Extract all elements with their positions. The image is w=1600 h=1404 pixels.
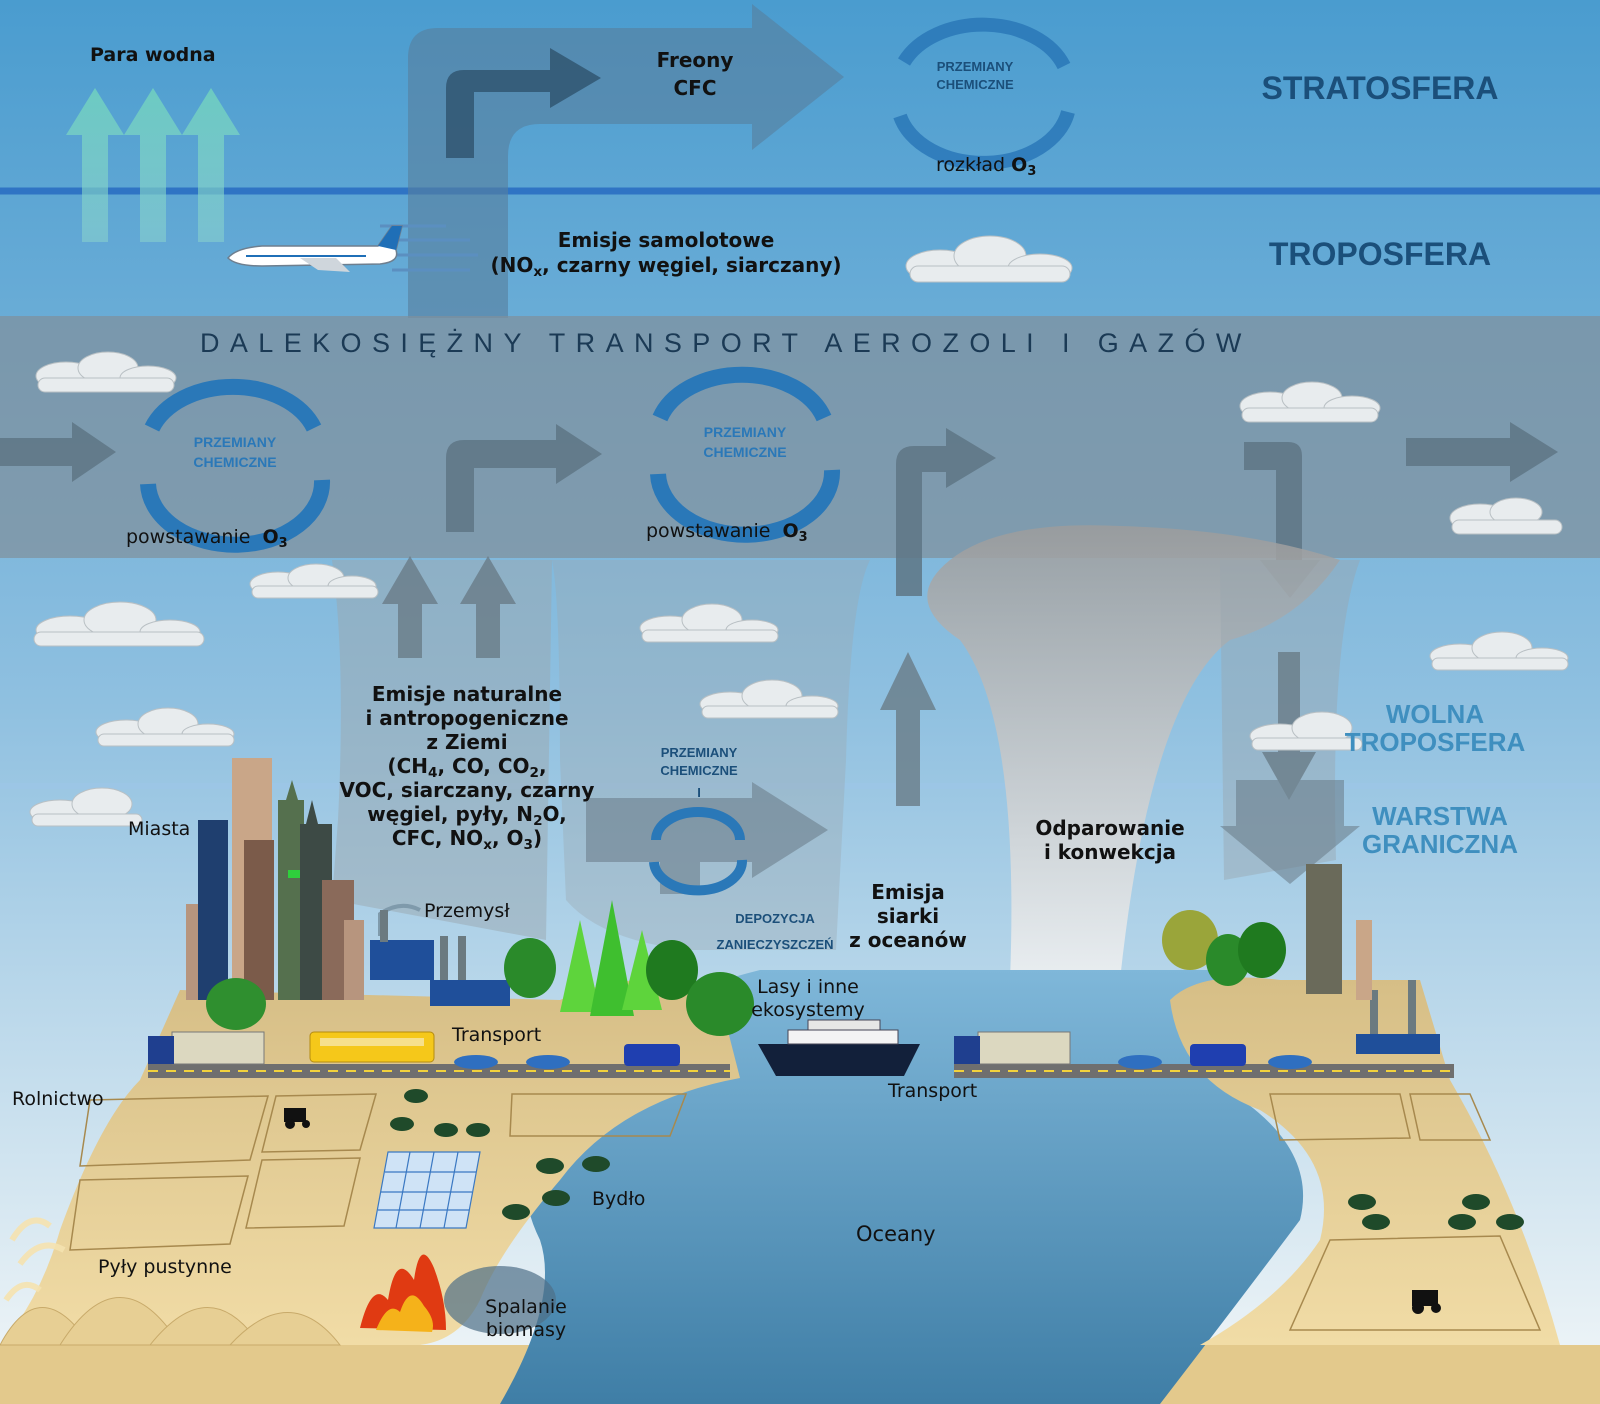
ocean-sulfur-line1: Emisja: [871, 880, 945, 904]
aircraft-line1: Emisje samolotowe: [557, 228, 775, 252]
roads: [148, 1064, 1454, 1078]
evaporation-label: Odparowanie i konwekcja: [1030, 816, 1190, 864]
chem-label-stratosphere: PRZEMIANY CHEMICZNE: [920, 58, 1030, 94]
ozone-decay-text: rozkład: [936, 154, 1006, 176]
freons-label: Freony CFC: [640, 46, 750, 102]
ozone-formation-left: powstawanie O3: [126, 526, 288, 551]
chem-label-boundary-line3: I: [697, 785, 701, 800]
chem-label-band-left: PRZEMIANY CHEMICZNE: [180, 432, 290, 472]
chem-label-band-mid: PRZEMIANY CHEMICZNE: [690, 422, 800, 462]
chem-label-band-left-line1: PRZEMIANY: [193, 434, 277, 450]
water-vapor-arrows: [66, 88, 240, 242]
fire: [360, 1254, 556, 1334]
chem-cycle-stratosphere: [893, 17, 1075, 170]
desert-dust-label: Pyły pustynne: [98, 1256, 232, 1278]
clouds: [29, 235, 1569, 827]
layer-stratosphere: STRATOSFERA: [1261, 70, 1499, 106]
band-arrows: [0, 422, 1558, 598]
sea-transport-label: Transport: [888, 1080, 978, 1102]
ozone-decay-label: rozkład O3: [936, 154, 1037, 179]
dust-swirls: [3, 1217, 66, 1302]
cattle-label: Bydło: [592, 1188, 646, 1210]
aircraft-line2: (NOx, czarny węgiel, siarczany): [490, 253, 842, 281]
trees: [206, 864, 1372, 1036]
chem-cycle-band-left: [140, 378, 331, 553]
convection-cloud: [927, 525, 1340, 980]
earth-emissions-line1: Emisje naturalne: [371, 682, 563, 706]
evaporation-line2: i konwekcja: [1043, 840, 1177, 864]
earth-emissions-line7: CFC, NOx, O3): [391, 826, 543, 854]
airplane: [226, 224, 478, 272]
ocean-sulfur-line2: siarki: [876, 904, 940, 928]
biomass-label: Spalanie biomasy: [476, 1296, 576, 1342]
ozone-decay-symbol: O3: [1011, 154, 1037, 179]
city-buildings: [186, 758, 364, 1000]
oceans-label: Oceany: [856, 1222, 936, 1246]
chem-label-stratosphere-line2: CHEMICZNE: [936, 77, 1014, 92]
desert-dunes: [0, 1297, 342, 1346]
deposition-line2: ZANIECZYSZCZEŃ: [716, 937, 834, 952]
fields: [69, 1093, 1542, 1331]
chem-cycle-boundary: [649, 807, 748, 896]
chem-label-band-mid-line1: PRZEMIANY: [703, 424, 787, 440]
ozone-formation-mid-symbol: O3: [782, 520, 808, 545]
ozone-formation-left-text: powstawanie: [126, 526, 251, 548]
vehicles: [148, 1031, 1312, 1069]
stratosphere-inner-arrow: [446, 48, 601, 158]
factories: [370, 903, 1440, 1054]
earth-emissions-label: Emisje naturalne i antropogeniczne z Zie…: [322, 682, 612, 854]
ozone-formation-mid: powstawanie O3: [646, 520, 808, 545]
layer-boundary: WARSTWA GRANICZNA: [1340, 802, 1540, 858]
forests-line2: ekosystemy: [751, 999, 865, 1021]
chem-label-boundary-line1: PRZEMIANY: [660, 745, 738, 760]
layer-troposphere: TROPOSFERA: [1268, 236, 1492, 272]
evaporation-line1: Odparowanie: [1035, 816, 1185, 840]
transport-band-title: DALEKOSIĘŻNY TRANSPORT AEROZOLI I GAZÓW: [200, 328, 1252, 358]
chem-label-stratosphere-line1: PRZEMIANY: [936, 59, 1014, 74]
freons-line2: CFC: [673, 76, 717, 100]
chem-label-band-left-line2: CHEMICZNE: [193, 454, 277, 470]
forests-line1: Lasy i inne: [757, 976, 859, 998]
layer-boundary-line2: GRANICZNA: [1362, 829, 1518, 859]
earth-emissions-line2: i antropogeniczne: [365, 706, 569, 730]
chem-cycle-band-mid: [650, 366, 841, 543]
ocean-sulfur-line3: z oceanów: [849, 928, 967, 952]
forests-label: Lasy i inne ekosystemy: [748, 976, 868, 1022]
agriculture-label: Rolnictwo: [12, 1088, 104, 1110]
tractors: [284, 1108, 1441, 1314]
aircraft-emissions-label: Emisje samolotowe (NOx, czarny węgiel, s…: [476, 228, 856, 281]
layer-free-troposphere-line1: WOLNA: [1385, 699, 1485, 729]
freons-line1: Freony: [656, 48, 734, 72]
cities-label: Miasta: [128, 818, 191, 840]
ocean-sulfur-label: Emisja siarki z oceanów: [838, 880, 978, 952]
chem-label-boundary: PRZEMIANY CHEMICZNE I: [644, 744, 754, 802]
layer-boundary-line1: WARSTWA: [1372, 801, 1508, 831]
layer-free-troposphere: WOLNA TROPOSFERA: [1330, 700, 1540, 756]
earth-emissions-line6: węgiel, pyły, N2O,: [367, 802, 567, 830]
ozone-formation-left-symbol: O3: [262, 526, 288, 551]
land-transport-label: Transport: [452, 1024, 542, 1046]
earth-emissions-line4: (CH4, CO, CO2,: [387, 754, 547, 782]
chem-label-boundary-line2: CHEMICZNE: [660, 763, 738, 778]
earth-emissions-line5: VOC, siarczany, czarny: [339, 778, 595, 802]
ozone-formation-mid-text: powstawanie: [646, 520, 771, 542]
biomass-line1: Spalanie: [485, 1296, 567, 1318]
earth-emissions-line3: z Ziemi: [426, 730, 508, 754]
biomass-line2: biomasy: [485, 1319, 567, 1341]
deposition-line1: DEPOZYCJA: [735, 911, 815, 926]
solar-panel: [373, 1151, 481, 1229]
deposition-label: DEPOZYCJA ZANIECZYSZCZEŃ: [700, 906, 850, 958]
layer-free-troposphere-line2: TROPOSFERA: [1344, 727, 1526, 757]
chem-label-band-mid-line2: CHEMICZNE: [703, 444, 787, 460]
ship: [758, 1019, 920, 1076]
industry-label: Przemysł: [424, 900, 510, 922]
water-vapor-label: Para wodna: [90, 44, 216, 66]
cattle: [390, 1089, 1524, 1230]
